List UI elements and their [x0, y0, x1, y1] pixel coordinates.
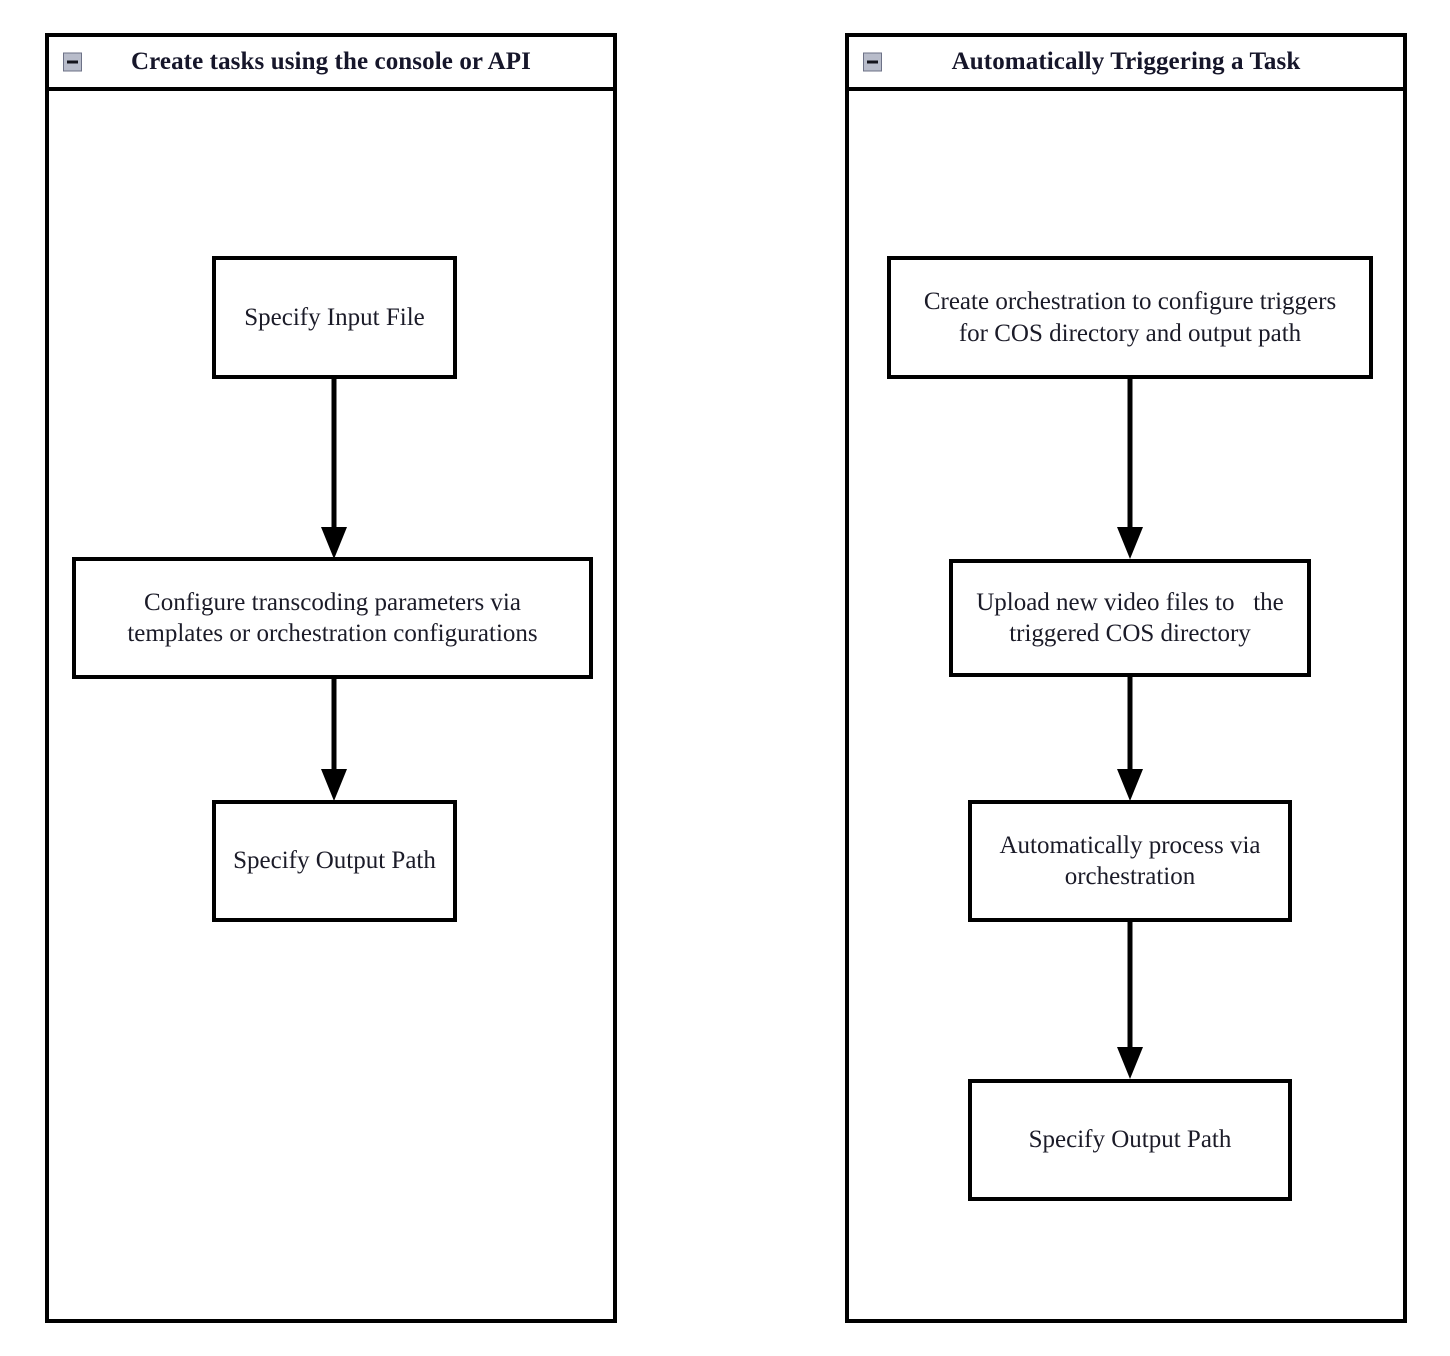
lane-create-tasks-title: Create tasks using the console or API: [130, 48, 531, 75]
minus-box-icon[interactable]: [63, 52, 82, 72]
node-specify-output-path-label: Specify Output Path: [233, 847, 436, 875]
down-arrow-icon: [321, 379, 347, 559]
node-auto-process[interactable]: Automatically process via orchestration: [968, 800, 1292, 922]
node-configure-transcoding[interactable]: Configure transcoding parameters via tem…: [72, 557, 593, 679]
lane-auto-trigger-title: Automatically Triggering a Task: [951, 48, 1301, 75]
edge-input-to-configure: [317, 379, 351, 559]
down-arrow-icon: [1117, 922, 1143, 1079]
minus-glyph: [67, 60, 78, 64]
node-specify-output-path-2[interactable]: Specify Output Path: [968, 1079, 1292, 1201]
down-arrow-icon: [1117, 379, 1143, 559]
node-specify-input-file[interactable]: Specify Input File: [212, 256, 457, 379]
edge-orchestration-to-upload: [1113, 379, 1147, 559]
edge-upload-to-autoprocess: [1113, 677, 1147, 801]
edge-configure-to-output: [317, 679, 351, 801]
down-arrow-icon: [321, 679, 347, 801]
node-auto-process-label: Automatically process via orchestration: [999, 831, 1261, 891]
node-specify-output-path[interactable]: Specify Output Path: [212, 800, 457, 922]
lane-create-tasks: Create tasks using the console or API Sp…: [45, 33, 617, 1323]
lane-create-tasks-header: Create tasks using the console or API: [49, 37, 613, 91]
node-configure-transcoding-label: Configure transcoding parameters via tem…: [127, 588, 538, 648]
minus-glyph: [867, 60, 878, 64]
lane-auto-trigger-body: Create orchestration to configure trigge…: [849, 91, 1403, 1319]
node-specify-input-file-label: Specify Input File: [244, 303, 425, 331]
node-create-orchestration-label: Create orchestration to configure trigge…: [923, 288, 1337, 347]
node-create-orchestration[interactable]: Create orchestration to configure trigge…: [887, 256, 1373, 379]
lane-auto-trigger: Automatically Triggering a Task Create o…: [845, 33, 1407, 1323]
node-upload-video-files-label: Upload new video files to the triggered …: [976, 588, 1284, 648]
edge-autoprocess-to-output: [1113, 922, 1147, 1079]
node-upload-video-files[interactable]: Upload new video files to the triggered …: [949, 559, 1311, 677]
minus-box-icon[interactable]: [863, 52, 882, 72]
node-specify-output-path-2-label: Specify Output Path: [1028, 1126, 1232, 1154]
lane-create-tasks-body: Specify Input File Configure transcoding…: [49, 91, 613, 1319]
lane-auto-trigger-header: Automatically Triggering a Task: [849, 37, 1403, 91]
down-arrow-icon: [1117, 677, 1143, 801]
